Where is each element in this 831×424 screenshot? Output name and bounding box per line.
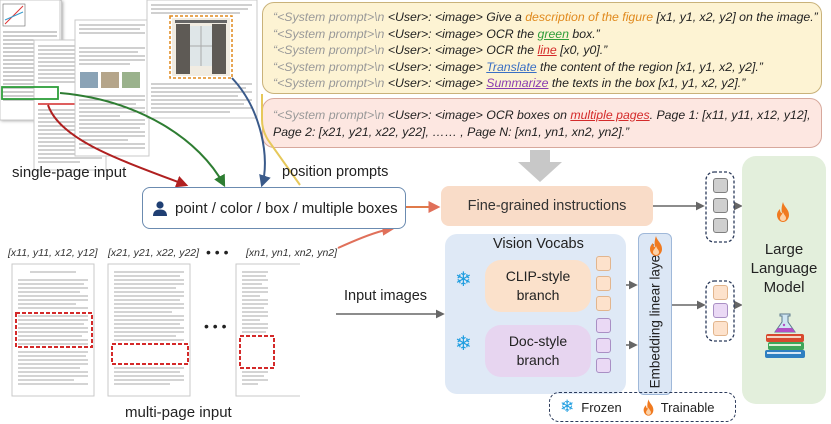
legend-trainable: Trainable [660, 399, 715, 415]
embedding-label: Embedding linear layers [647, 243, 663, 389]
multi-prompt-line-1: “<System prompt>\n <User>: <image> OCR b… [273, 108, 811, 122]
llm-line-1: Large [764, 241, 804, 258]
single-page-prompts: “<System prompt>\n <User>: <image> Give … [262, 2, 822, 94]
clip-line-2: branch [516, 287, 560, 303]
figure-box-highlight [169, 15, 233, 79]
doc-page-3 [74, 19, 150, 157]
llm-line-3: Model [763, 279, 805, 296]
doc-style-branch: Doc-style branch [485, 325, 591, 377]
page-2-coords: [x21, y21, x22, y22] [108, 247, 200, 259]
image-token [713, 321, 728, 336]
ellipsis-top: • • • [206, 244, 229, 260]
snowflake-icon: ❄ [455, 333, 472, 355]
position-types-text: point / color / box / multiple boxes [175, 199, 398, 217]
embedding-linear-layers [638, 233, 672, 395]
fire-icon [643, 398, 654, 416]
single-page-doc-thumbnails [0, 0, 258, 171]
instruction-token [713, 178, 728, 193]
input-images-label: Input images [344, 288, 428, 304]
instruction-token [713, 198, 728, 213]
multi-page-n-region [239, 335, 275, 369]
position-prompt-box: point / color / box / multiple boxes [142, 187, 406, 229]
prompt-line-2: “<System prompt>\n <User>: <image> OCR t… [273, 26, 600, 41]
multi-page-prompt: “<System prompt>\n <User>: <image> OCR b… [262, 98, 822, 148]
vision-vocabs-title: Vision Vocabs [493, 236, 584, 252]
fire-icon [777, 202, 789, 222]
multi-prompt-line-2: Page 2: [x21, y21, x22, y22], …… , Page … [273, 125, 630, 139]
curtain-figure [172, 18, 230, 76]
prompt-line-1: “<System prompt>\n <User>: <image> Give … [273, 10, 818, 24]
ellipsis-pages: • • • [204, 318, 227, 334]
arrow-figure-to-box [231, 77, 271, 188]
doc-page-4 [146, 0, 258, 119]
multi-page-n [235, 263, 300, 397]
doc-line-1: Doc-style [508, 333, 568, 349]
clip-line-1: CLIP-style [505, 268, 571, 284]
image-token [713, 285, 728, 300]
llm-line-2: Language [750, 260, 818, 277]
clip-token [596, 276, 611, 291]
position-prompts-label: position prompts [282, 164, 389, 180]
multi-page-label: multi-page input [125, 404, 232, 421]
llm-title: Large Language Model [742, 240, 826, 297]
image-token [713, 303, 728, 318]
prompt-line-4: “<System prompt>\n <User>: <image> Trans… [273, 59, 763, 74]
instruction-token [713, 218, 728, 233]
clip-style-branch: CLIP-style branch [485, 260, 591, 312]
doc-token [596, 318, 611, 333]
page-1-coords: [x11, y11, x12, y12] [8, 247, 98, 259]
prompt-line-5: “<System prompt>\n <User>: <image> Summa… [273, 76, 746, 91]
single-page-label: single-page input [12, 164, 127, 181]
fire-icon [650, 236, 662, 256]
image-tokens-frame [705, 280, 735, 342]
multi-page-1-region [15, 312, 93, 348]
snowflake-icon: ❄ [560, 397, 575, 416]
legend-frozen: Frozen [581, 399, 622, 415]
big-down-arrow [518, 150, 562, 182]
doc-token [596, 358, 611, 373]
clip-token [596, 256, 611, 271]
yellow-connector [261, 94, 301, 186]
clip-token [596, 296, 611, 311]
arrow-green-to-color [59, 92, 226, 188]
snowflake-icon: ❄ [455, 269, 472, 291]
doc-page-1 [0, 0, 61, 121]
user-icon [153, 200, 167, 216]
page-n-coords: [xn1, yn1, xn2, yn2] [246, 247, 338, 259]
large-language-model-box [742, 156, 826, 404]
instruction-tokens-frame [705, 171, 735, 243]
arrow-multi-to-box [337, 223, 395, 249]
multi-page-2 [107, 263, 191, 397]
green-box-highlight [1, 86, 59, 100]
arrow-line-to-point [47, 104, 189, 188]
doc-line-2: branch [516, 352, 560, 368]
multi-page-1 [11, 263, 95, 397]
multi-page-2-region [111, 343, 189, 365]
doc-token [596, 338, 611, 353]
fine-grained-text: Fine-grained instructions [467, 198, 627, 214]
legend: ❄ Frozen Trainable [549, 392, 736, 422]
fine-grained-instructions-box: Fine-grained instructions [441, 186, 653, 226]
prompt-line-3: “<System prompt>\n <User>: <image> OCR t… [273, 43, 608, 58]
books-flask-icon [765, 313, 805, 358]
multi-page-doc-thumbnails [11, 263, 300, 397]
